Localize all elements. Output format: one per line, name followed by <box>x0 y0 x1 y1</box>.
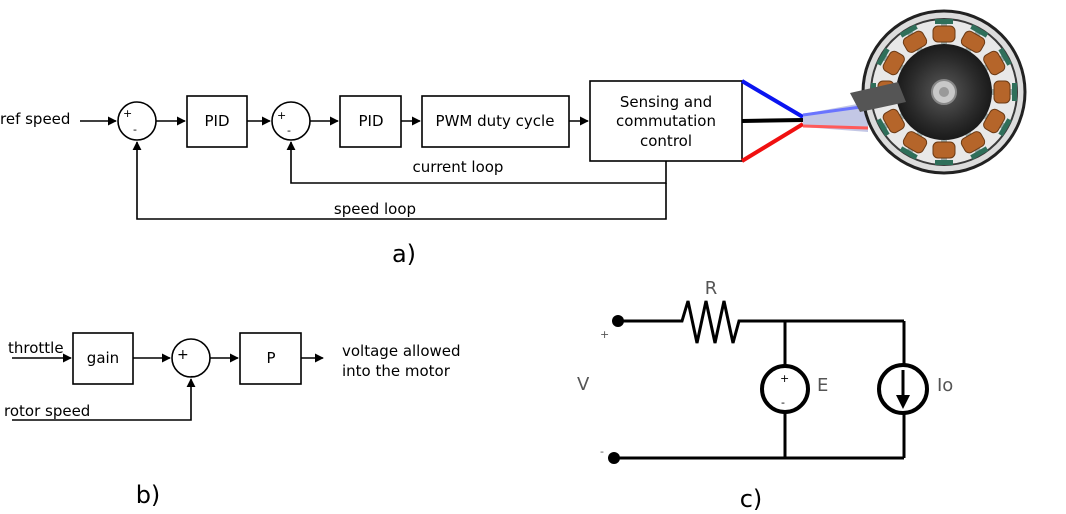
voltage-label: V <box>577 374 590 395</box>
phase-wire-red <box>742 124 803 161</box>
speed-loop-label: speed loop <box>334 200 416 218</box>
sum1-plus: + <box>123 107 132 120</box>
pwm-label: PWM duty cycle <box>436 112 555 130</box>
sum2-plus: + <box>277 109 286 122</box>
stator-coil <box>933 140 955 165</box>
bldc-motor-picture <box>803 11 1025 173</box>
sensing-line-2: commutation <box>616 112 716 130</box>
panel-label-b: b) <box>136 481 161 509</box>
pid2-label: PID <box>358 112 383 130</box>
resistor-wire <box>618 301 904 343</box>
sum1-minus: - <box>133 123 137 136</box>
current-source-io <box>879 321 927 458</box>
p-label: P <box>266 349 275 367</box>
panel-label-a: a) <box>392 240 416 268</box>
source-plus-sign: + <box>780 372 789 385</box>
sensing-commutation-block: Sensing and commutation control <box>590 81 742 161</box>
stator-coil <box>992 81 1017 103</box>
pwm-duty-cycle-block: PWM duty cycle <box>422 96 569 147</box>
p-block: P <box>240 333 301 384</box>
phase-wire-blue <box>742 81 803 117</box>
panel-label-c: c) <box>740 485 763 513</box>
stator-coil <box>933 19 955 44</box>
output-line-1: voltage allowed <box>342 342 461 360</box>
gain-label: gain <box>87 349 119 367</box>
sumb-plus: + <box>177 347 189 363</box>
current-loop-label: current loop <box>413 158 504 176</box>
sensing-line-1: Sensing and <box>620 93 712 111</box>
phase-wire-black <box>742 120 803 121</box>
pid-block-speed: PID <box>187 96 247 147</box>
sensing-line-3: control <box>640 132 692 150</box>
ref-speed-label: ref speed <box>0 110 70 128</box>
gain-block: gain <box>73 333 133 384</box>
terminal-plus-sign: + <box>600 328 609 341</box>
rotor-speed-label: rotor speed <box>4 402 90 420</box>
diagram-b: throttle gain + - P voltage allowed into… <box>4 333 461 509</box>
current-label: Io <box>937 375 953 396</box>
voltage-source-e: + - <box>762 321 808 458</box>
summing-junction-speed: + - <box>118 102 156 140</box>
summing-junction-current: + - <box>272 102 310 140</box>
source-minus-sign: - <box>781 396 785 409</box>
diagram-a: ref speed + - PID + - PID PWM duty cycle <box>0 11 1025 268</box>
summing-junction-b: + - <box>172 339 210 384</box>
terminal-minus-sign: - <box>600 445 604 458</box>
resistor-label: R <box>705 278 718 299</box>
source-label: E <box>817 375 828 396</box>
pid-block-current: PID <box>340 96 401 147</box>
pid1-label: PID <box>204 112 229 130</box>
sum2-minus: - <box>287 124 291 137</box>
output-line-2: into the motor <box>342 362 451 380</box>
throttle-label: throttle <box>8 339 64 357</box>
diagram-c: + - V R + - E Io c) <box>577 278 953 513</box>
